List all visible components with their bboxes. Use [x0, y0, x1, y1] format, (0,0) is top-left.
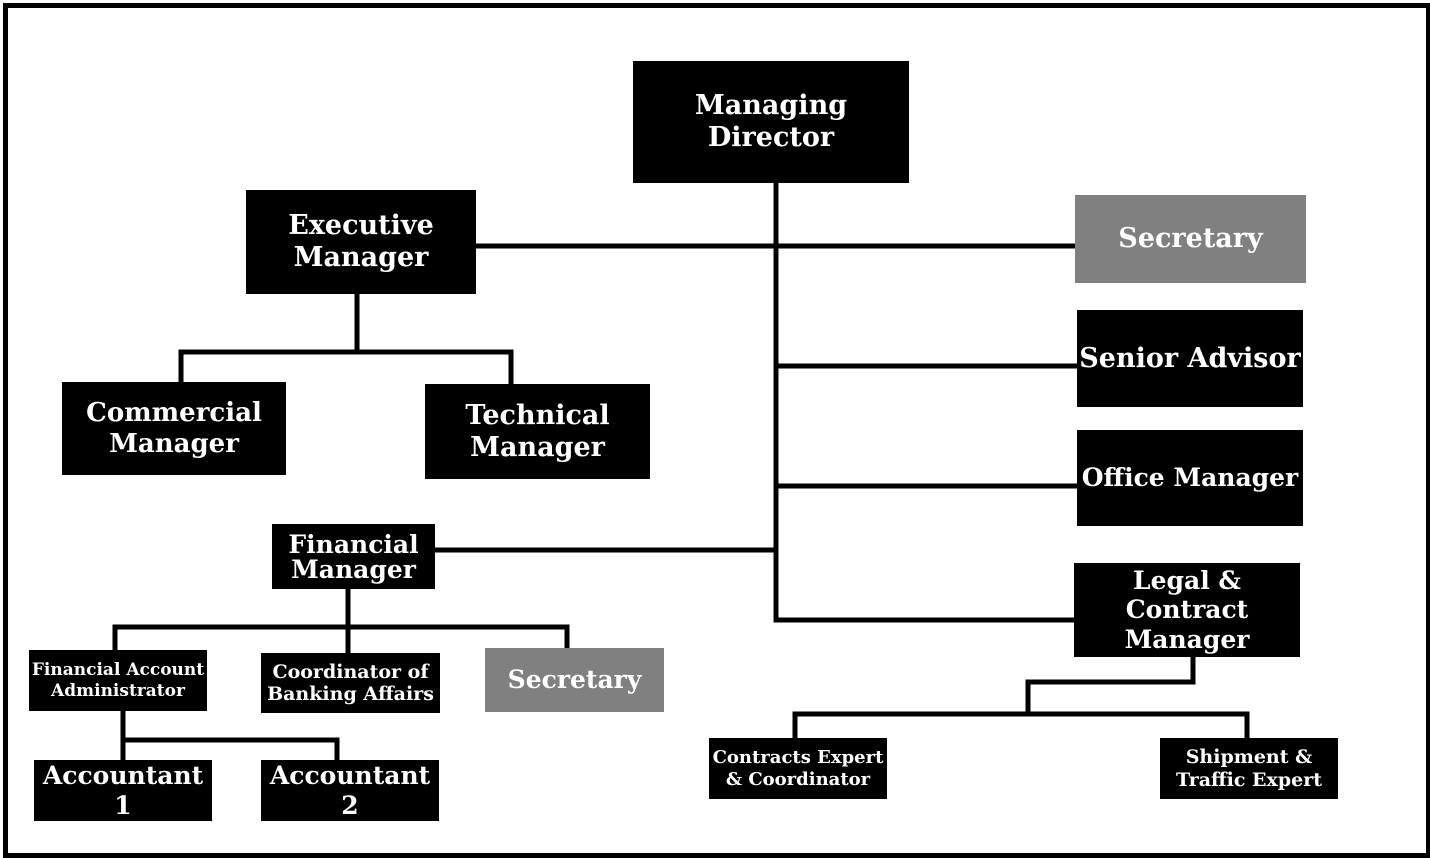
- node-senior-advisor: Senior Advisor: [1077, 310, 1303, 407]
- node-managing-director: Managing Director: [633, 61, 909, 183]
- node-executive-manager: Executive Manager: [246, 190, 476, 294]
- node-financial-manager: Financial Manager: [272, 524, 435, 589]
- node-technical-manager: Technical Manager: [425, 384, 650, 479]
- node-secretary-finance: Secretary: [485, 648, 664, 712]
- node-financial-account-administrator: Financial Account Administrator: [29, 650, 207, 711]
- node-commercial-manager: Commercial Manager: [62, 382, 286, 475]
- node-office-manager: Office Manager: [1077, 430, 1303, 526]
- node-shipment-traffic-expert: Shipment & Traffic Expert: [1160, 738, 1338, 799]
- node-contracts-expert-coordinator: Contracts Expert & Coordinator: [709, 738, 887, 799]
- node-coordinator-banking-affairs: Coordinator of Banking Affairs: [261, 653, 440, 713]
- node-accountant-1: Accountant 1: [34, 760, 212, 821]
- node-accountant-2: Accountant 2: [261, 760, 439, 821]
- node-secretary-top: Secretary: [1075, 195, 1306, 283]
- node-legal-contract-manager: Legal & Contract Manager: [1074, 563, 1300, 657]
- diagram-frame: [3, 3, 1430, 858]
